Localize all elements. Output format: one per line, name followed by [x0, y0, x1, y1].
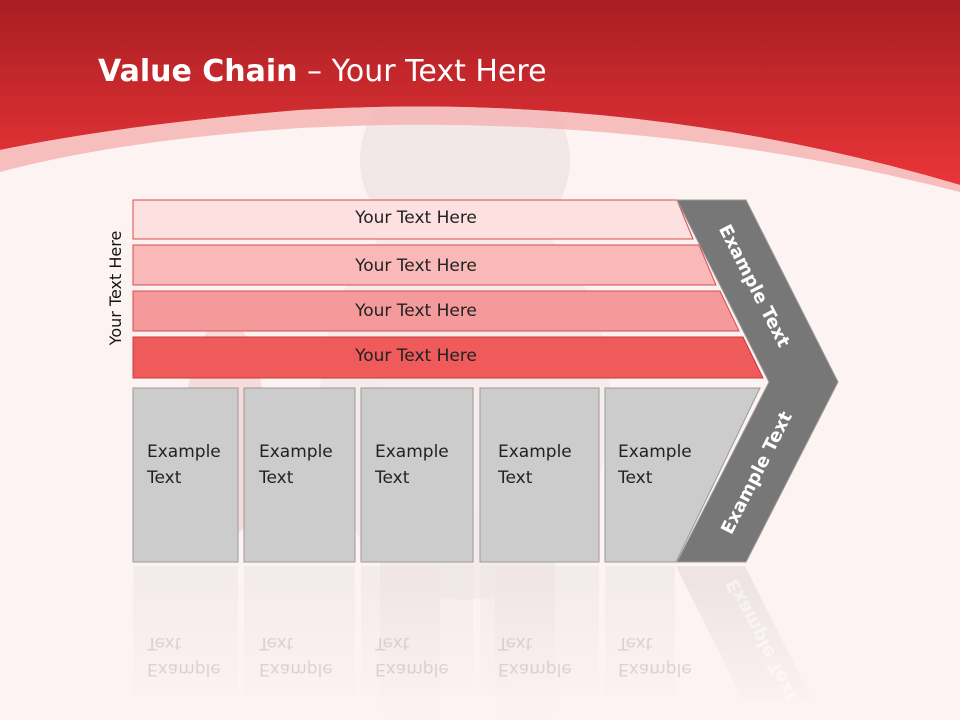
title-rest: – Your Text Here [297, 54, 547, 89]
box-label-4: Example Text [498, 442, 572, 488]
box-1 [132, 387, 239, 563]
row-label-4: Your Text Here [355, 346, 477, 366]
row-band-1 [132, 199, 694, 240]
row-band-2 [132, 244, 717, 286]
row-label-2: Your Text Here [355, 256, 477, 276]
row-label-1: Your Text Here [355, 208, 477, 228]
box-label-5: Example Text [618, 442, 692, 488]
box-reflection-label-5: Example Text [618, 633, 692, 679]
page-title: Value Chain – Your Text Here [98, 54, 547, 89]
row-label-3: Your Text Here [355, 301, 477, 321]
row-band-3 [132, 290, 740, 332]
box-label-1: Example Text [147, 442, 221, 488]
box-label-2: Example Text [259, 442, 333, 488]
box-2 [243, 387, 356, 563]
box-label-3: Example Text [375, 442, 449, 488]
header-swoosh [0, 106, 960, 192]
row-band-4 [132, 336, 764, 379]
header-band [0, 0, 960, 185]
box-reflection-label-4: Example Text [498, 633, 572, 679]
box-4 [479, 387, 600, 563]
box-5 [604, 387, 761, 563]
box-reflection-label-1: Example Text [147, 633, 221, 679]
box-reflection-label-2: Example Text [259, 633, 333, 679]
box-3 [360, 387, 474, 563]
box-reflection-label-3: Example Text [375, 633, 449, 679]
side-label: Your Text Here [106, 230, 125, 346]
chevron [676, 199, 839, 563]
title-bold: Value Chain [98, 54, 298, 89]
